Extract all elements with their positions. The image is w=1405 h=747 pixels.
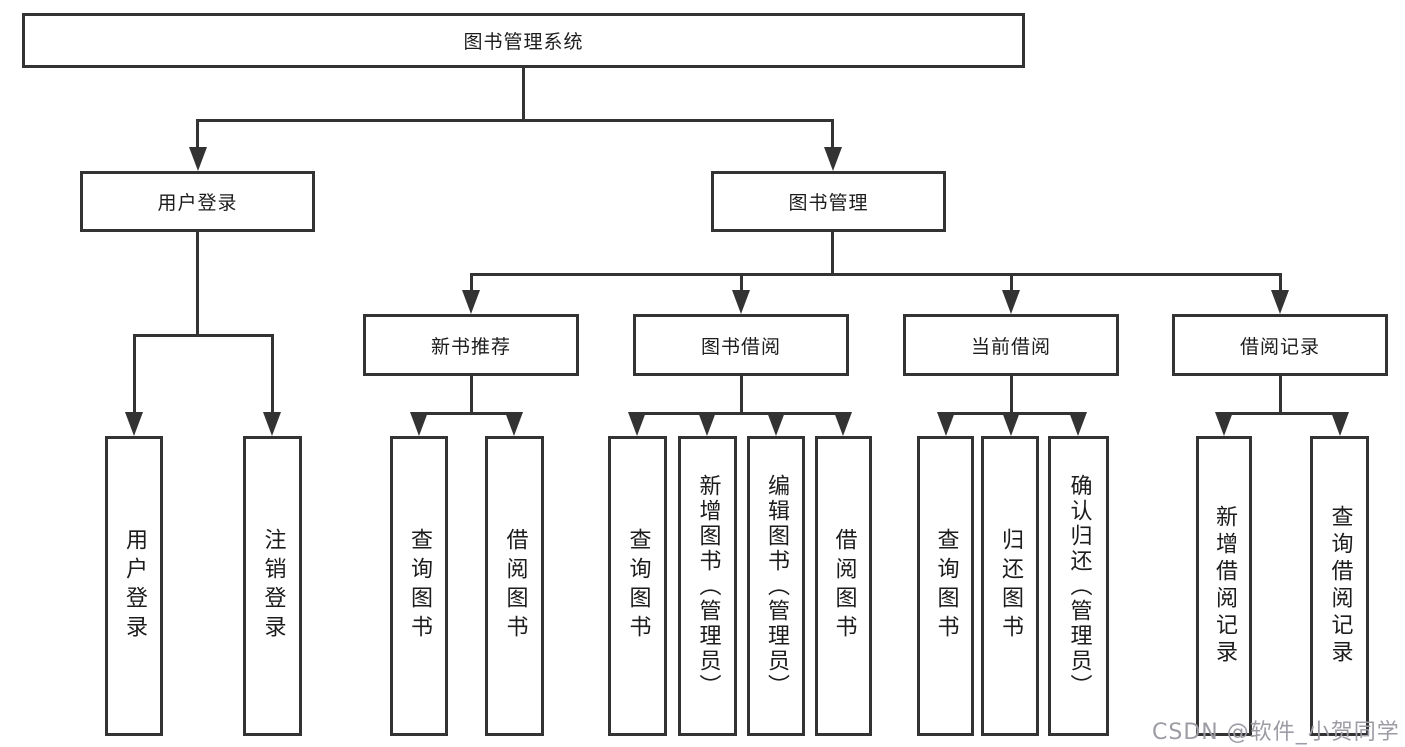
line-segment bbox=[636, 412, 844, 415]
node-user-login: 用户登录 bbox=[80, 171, 315, 232]
node-borrowing-records-label: 借阅记录 bbox=[1239, 335, 1320, 358]
line-segment bbox=[740, 376, 743, 412]
node-nb-borrow-book-label: 借阅图书 bbox=[502, 528, 528, 644]
arrowhead-down bbox=[1331, 412, 1349, 436]
node-cb-query-book-label: 查询图书 bbox=[933, 528, 959, 644]
arrowhead-down bbox=[698, 412, 716, 436]
node-book-management: 图书管理 bbox=[711, 171, 946, 232]
line-segment bbox=[1010, 376, 1013, 412]
line-segment bbox=[1010, 273, 1013, 293]
node-br-query-record: 查询借阅记录 bbox=[1310, 436, 1369, 736]
node-cb-return-book-label: 归还图书 bbox=[998, 528, 1023, 644]
line-segment bbox=[196, 119, 199, 151]
node-br-add-record-label: 新增借阅记录 bbox=[1212, 505, 1237, 667]
node-bb-add-book-label: 新增图书（管理员） bbox=[695, 473, 721, 699]
line-segment bbox=[1279, 376, 1282, 412]
node-user-login-label: 用户登录 bbox=[157, 192, 238, 214]
arrowhead-down bbox=[732, 290, 750, 314]
node-bb-add-book: 新增图书（管理员） bbox=[678, 436, 737, 736]
arrowhead-down bbox=[1069, 412, 1087, 436]
node-bb-edit-book-label: 编辑图书（管理员） bbox=[764, 473, 789, 699]
node-bb-query-book-label: 查询图书 bbox=[625, 528, 651, 644]
arrowhead-down bbox=[937, 412, 955, 436]
node-br-add-record: 新增借阅记录 bbox=[1196, 436, 1252, 736]
arrowhead-down bbox=[1271, 290, 1289, 314]
arrowhead-down bbox=[767, 412, 785, 436]
line-segment bbox=[1279, 273, 1282, 293]
arrowhead-down bbox=[410, 412, 428, 436]
arrowhead-down bbox=[824, 147, 842, 171]
line-segment bbox=[271, 334, 274, 414]
line-segment bbox=[133, 334, 273, 337]
node-cb-query-book: 查询图书 bbox=[917, 436, 974, 736]
watermark: CSDN @软件_小贺同学 bbox=[1152, 720, 1400, 745]
arrowhead-down bbox=[628, 412, 646, 436]
arrowhead-down bbox=[462, 290, 480, 314]
line-segment bbox=[133, 334, 136, 414]
node-root-label: 图书管理系统 bbox=[463, 31, 584, 53]
line-segment bbox=[831, 232, 834, 273]
line-segment bbox=[470, 273, 473, 293]
node-nb-borrow-book: 借阅图书 bbox=[485, 436, 544, 736]
node-logout: 注销登录 bbox=[243, 436, 302, 736]
line-segment bbox=[740, 273, 743, 293]
arrowhead-down bbox=[1002, 290, 1020, 314]
arrowhead-down bbox=[1215, 412, 1233, 436]
node-current-borrowing-label: 当前借阅 bbox=[970, 335, 1051, 358]
node-current-borrowing: 当前借阅 bbox=[903, 314, 1119, 376]
line-segment bbox=[196, 119, 834, 122]
arrowhead-down bbox=[263, 412, 281, 436]
line-segment bbox=[1223, 412, 1341, 415]
node-borrowing-records: 借阅记录 bbox=[1172, 314, 1388, 376]
arrowhead-down bbox=[189, 147, 207, 171]
node-bb-query-book: 查询图书 bbox=[608, 436, 667, 736]
node-cb-confirm-return-label: 确认归还（管理员） bbox=[1066, 473, 1092, 699]
node-root: 图书管理系统 bbox=[22, 13, 1025, 68]
node-book-borrowing-label: 图书借阅 bbox=[700, 335, 781, 358]
line-segment bbox=[831, 119, 834, 151]
node-new-book-recommendation: 新书推荐 bbox=[363, 314, 579, 376]
node-book-borrowing: 图书借阅 bbox=[633, 314, 849, 376]
arrowhead-down bbox=[1002, 412, 1020, 436]
line-segment bbox=[470, 376, 473, 412]
node-logout-label: 注销登录 bbox=[260, 528, 286, 644]
line-segment bbox=[522, 68, 525, 119]
node-bb-borrow-book: 借阅图书 bbox=[815, 436, 872, 736]
arrowhead-down bbox=[834, 412, 852, 436]
node-user-login-leaf: 用户登录 bbox=[105, 436, 163, 736]
arrowhead-down bbox=[505, 412, 523, 436]
node-cb-confirm-return: 确认归还（管理员） bbox=[1048, 436, 1109, 736]
node-book-management-label: 图书管理 bbox=[788, 192, 869, 214]
line-segment bbox=[196, 232, 199, 334]
node-br-query-record-label: 查询借阅记录 bbox=[1327, 505, 1353, 667]
line-segment bbox=[418, 412, 516, 415]
node-user-login-leaf-label: 用户登录 bbox=[122, 528, 147, 644]
node-nb-query-book-label: 查询图书 bbox=[407, 528, 432, 644]
node-bb-borrow-book-label: 借阅图书 bbox=[831, 528, 857, 644]
node-bb-edit-book: 编辑图书（管理员） bbox=[747, 436, 805, 736]
arrowhead-down bbox=[125, 412, 143, 436]
line-segment bbox=[470, 273, 1281, 276]
node-cb-return-book: 归还图书 bbox=[981, 436, 1039, 736]
node-nb-query-book: 查询图书 bbox=[390, 436, 448, 736]
node-new-book-recommendation-label: 新书推荐 bbox=[430, 335, 511, 358]
